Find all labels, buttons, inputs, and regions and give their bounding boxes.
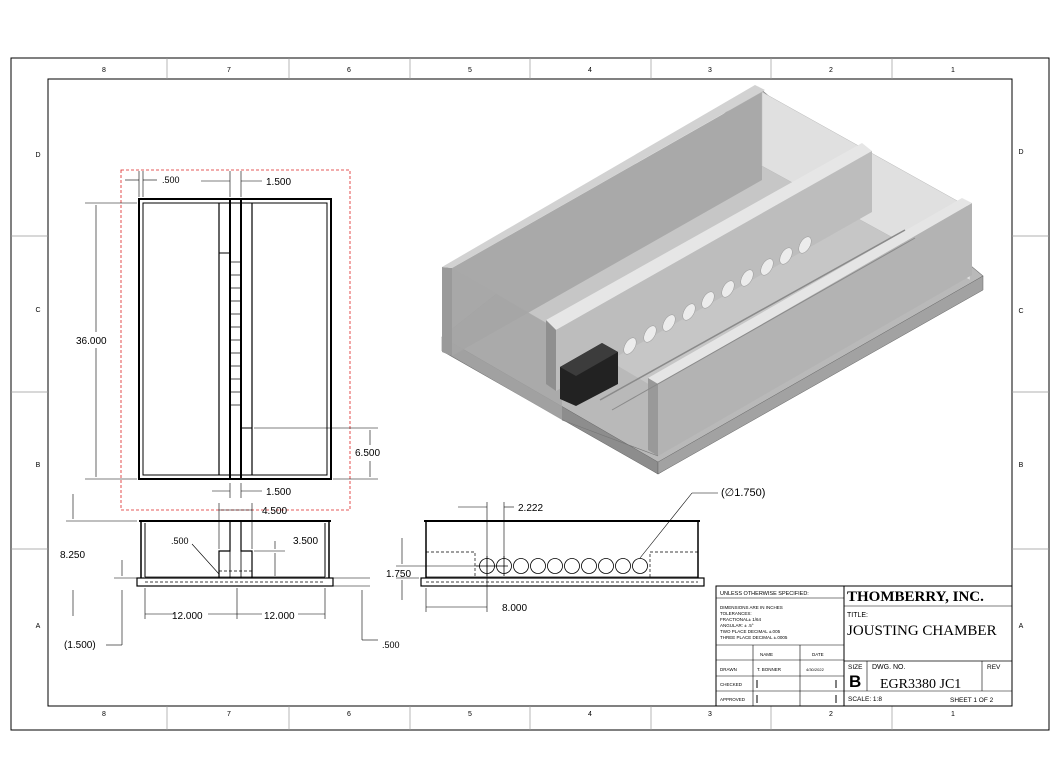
scale-value: SCALE: 1:8 [848, 696, 882, 703]
tolerance-header: UNLESS OTHERWISE SPECIFIED: [720, 591, 809, 597]
front-view: 8.250 4.500 .500 3.500 12.000 12.000 (1.… [60, 494, 400, 651]
size-label: SIZE [848, 664, 863, 671]
top-view-dimension-lines [85, 171, 378, 498]
top-view-outline [138, 198, 332, 480]
zone-col-bottom-2: 7 [227, 711, 231, 718]
top-view: .500 1.500 36.000 6.500 1.500 [76, 169, 380, 511]
zone-col-bottom-4: 5 [468, 711, 472, 718]
title-label: TITLE: [847, 612, 868, 619]
company-name: THOMBERRY, INC. [847, 589, 984, 605]
zone-labels-rows: D C B A D C B A [35, 149, 1023, 630]
zone-col-top-1: 8 [102, 67, 106, 74]
zone-col-bottom-5: 4 [588, 711, 592, 718]
zone-row-left-d: D [35, 152, 40, 159]
zone-row-left-b: B [36, 462, 41, 469]
tolerance-line-5: TWO PLACE DECIMAL ±.005 [720, 629, 781, 634]
zone-col-top-5: 4 [588, 67, 592, 74]
zone-col-bottom-1: 8 [102, 711, 106, 718]
side-view: 2.222 (∅1.750) 1.750 8.000 [386, 487, 765, 614]
drawn-label: DRAWN [720, 667, 737, 672]
zone-row-right-b: B [1019, 462, 1024, 469]
dim-front-right-half: 12.000 [264, 611, 295, 622]
dim-front-base: (1.500) [64, 640, 96, 651]
zone-ticks [11, 58, 1049, 730]
dim-side-hole-height: 1.750 [386, 569, 411, 580]
zone-row-left-a: A [36, 623, 41, 630]
dwg-number-label: DWG. NO. [872, 664, 905, 671]
zone-col-top-2: 7 [227, 67, 231, 74]
dim-top-left-wall: .500 [162, 175, 180, 185]
zone-labels-bottom: 8 7 6 5 4 3 2 1 [102, 711, 955, 718]
tolerance-line-1: DIMENSIONS ARE IN INCHES [720, 605, 783, 610]
tolerance-line-6: THREE PLACE DECIMAL ±.0005 [720, 635, 788, 640]
zone-col-top-4: 5 [468, 67, 472, 74]
top-view-hidden-holes [231, 261, 240, 406]
date-column-header: DATE [812, 652, 824, 657]
tolerance-line-3: FRACTIONAL± 1/64 [720, 617, 761, 622]
dim-front-slot-width: 4.500 [262, 506, 287, 517]
dim-top-divider: 1.500 [266, 177, 291, 188]
drawn-name: T. BONNER [757, 667, 782, 672]
dim-side-hole-diameter: (∅1.750) [721, 487, 765, 499]
drawing-title: JOUSTING CHAMBER [847, 623, 997, 639]
side-view-holes [476, 556, 648, 576]
zone-col-top-6: 3 [708, 67, 712, 74]
approved-label: APPROVED [720, 697, 746, 702]
side-view-base [420, 577, 705, 587]
revision-label: REV [987, 664, 1001, 671]
dim-front-slot-depth: 3.500 [293, 536, 318, 547]
top-view-selection-box [120, 169, 351, 511]
zone-row-left-c: C [35, 307, 40, 314]
size-value: B [849, 672, 861, 691]
dwg-number: EGR3380 JC1 [880, 677, 961, 692]
zone-labels-top: 8 7 6 5 4 3 2 1 [102, 67, 955, 74]
isometric-divider-holes [623, 236, 812, 355]
tolerance-line-4: ANGULAR: ± .5° [720, 623, 754, 628]
dim-top-bottom-divider: 1.500 [266, 487, 291, 498]
dim-front-left-half: 12.000 [172, 611, 203, 622]
dim-top-length: 36.000 [76, 336, 107, 347]
zone-col-bottom-3: 6 [347, 711, 351, 718]
zone-row-right-d: D [1018, 149, 1023, 156]
dim-side-first-hole: 8.000 [502, 603, 527, 614]
name-column-header: NAME [760, 652, 773, 657]
checked-label: CHECKED [720, 682, 743, 687]
zone-row-right-a: A [1019, 623, 1024, 630]
dim-side-hole-spacing: 2.222 [518, 503, 543, 514]
zone-col-top-7: 2 [829, 67, 833, 74]
front-view-dimension-lines [66, 494, 378, 646]
dim-front-slot-left: .500 [171, 536, 189, 546]
sheet-number: SHEET 1 OF 2 [950, 697, 994, 704]
dim-front-base-thickness: .500 [382, 640, 400, 650]
drawn-date: 4/30/2022 [806, 667, 825, 672]
dim-front-height: 8.250 [60, 550, 85, 561]
title-block: UNLESS OTHERWISE SPECIFIED: DIMENSIONS A… [715, 585, 1013, 707]
zone-col-bottom-7: 2 [829, 711, 833, 718]
zone-row-right-c: C [1018, 308, 1023, 315]
zone-col-bottom-6: 3 [708, 711, 712, 718]
front-view-base [136, 577, 334, 587]
isometric-view [441, 85, 984, 475]
side-view-dimension-lines [396, 492, 718, 612]
zone-col-top-8: 1 [951, 67, 955, 74]
tolerance-line-2: TOLERANCES: [720, 611, 752, 616]
zone-col-top-3: 6 [347, 67, 351, 74]
dim-top-offset: 6.500 [355, 448, 380, 459]
zone-col-bottom-8: 1 [951, 711, 955, 718]
